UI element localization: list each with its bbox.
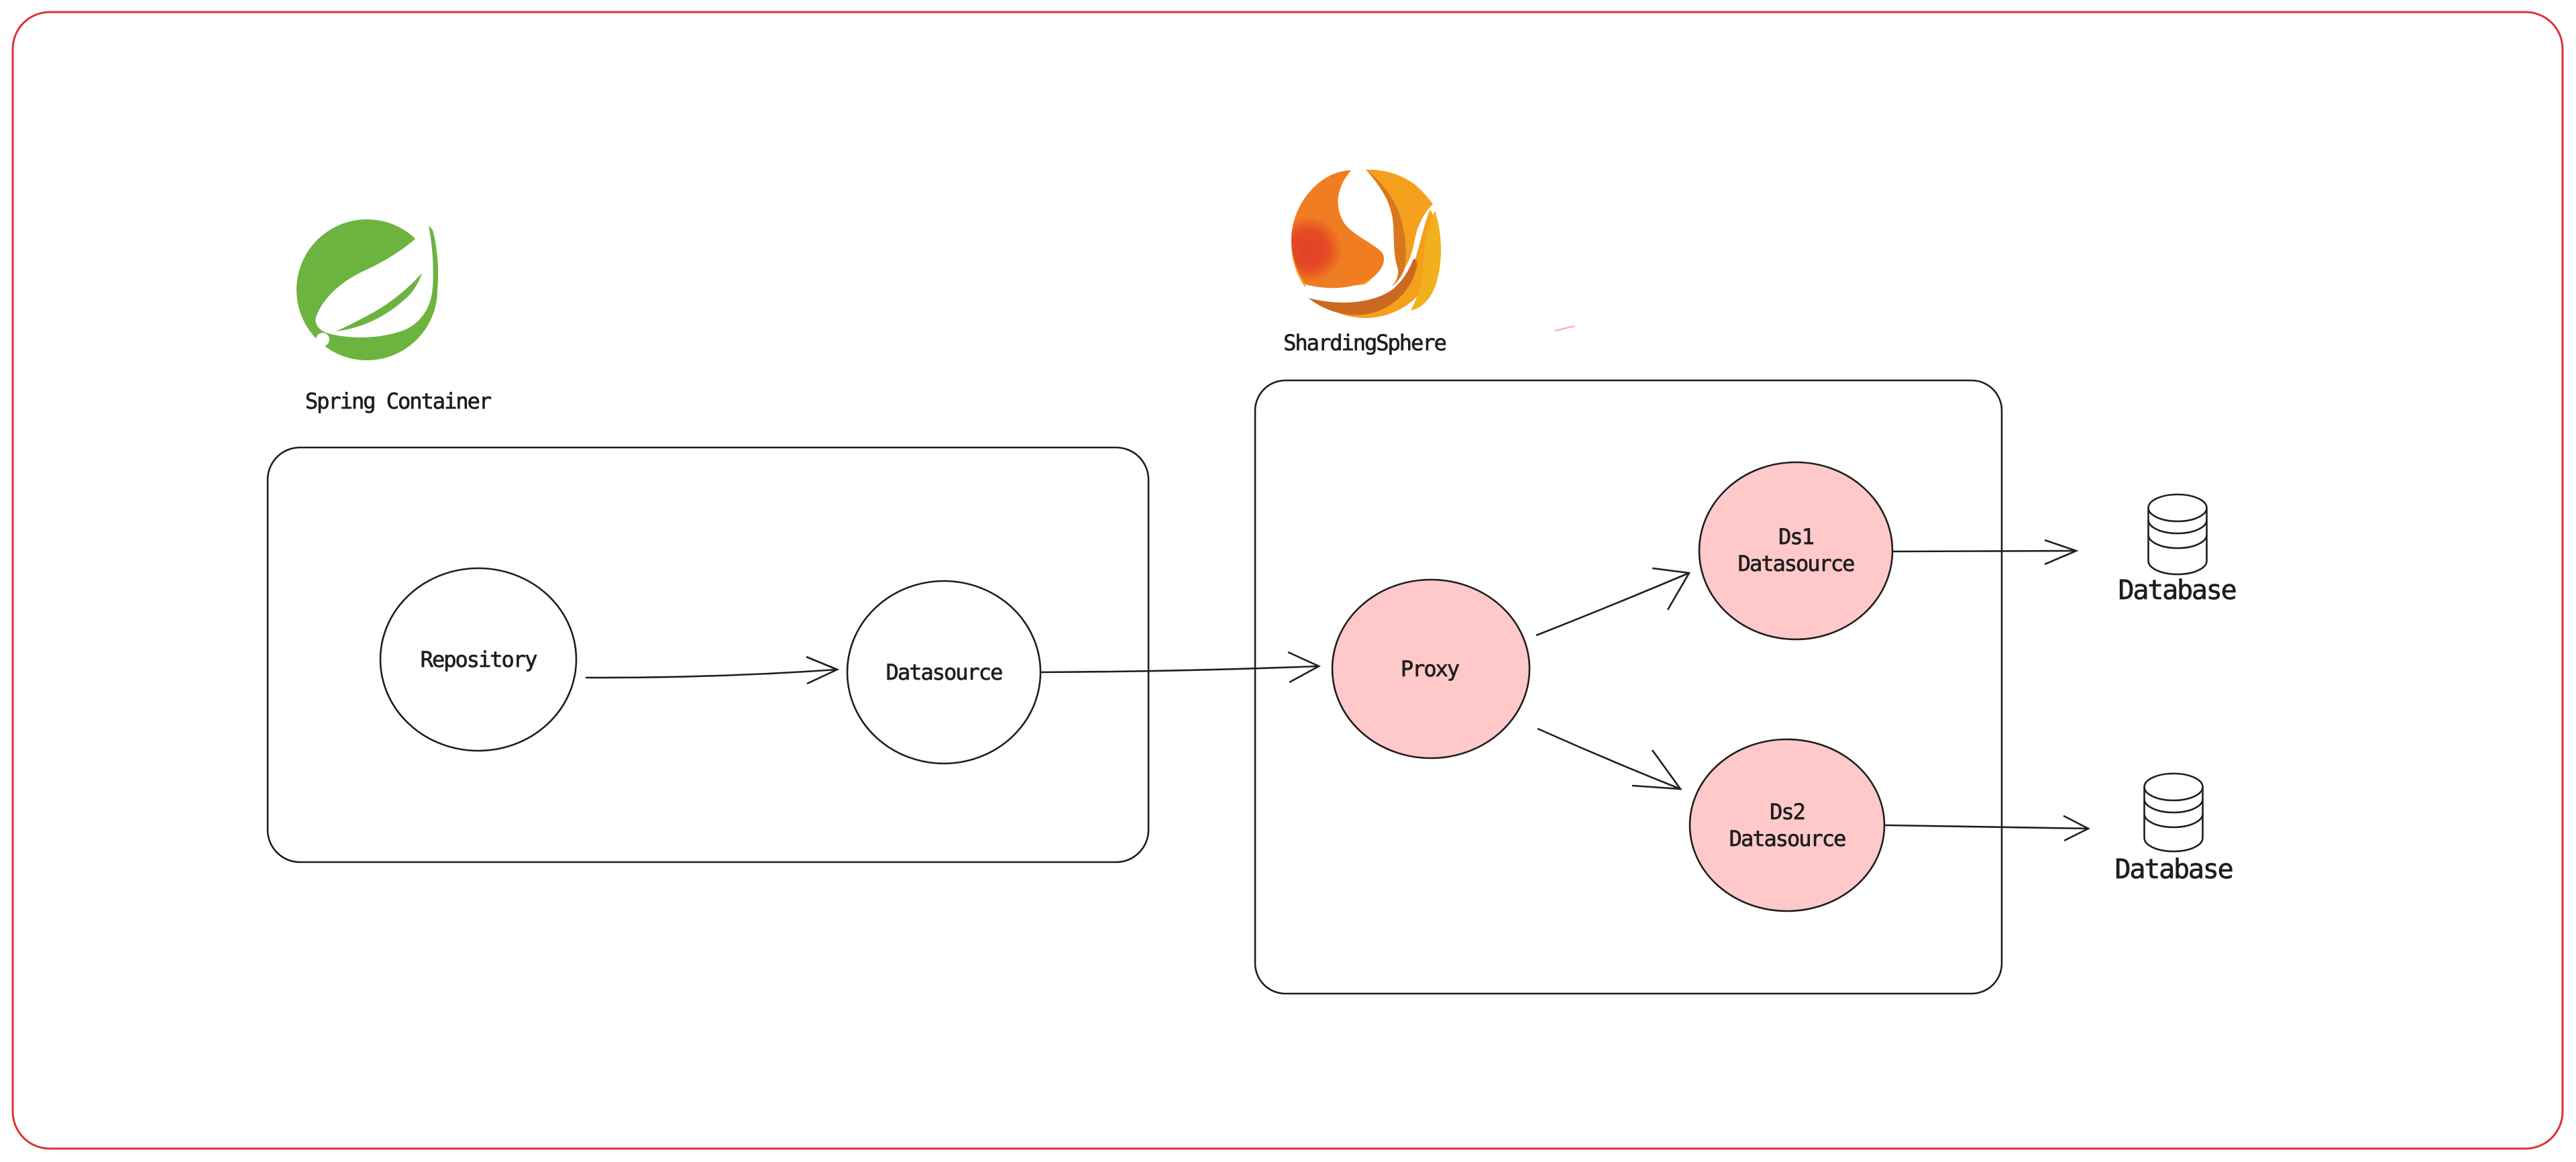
arrow-proxy-to-ds2 [1537, 727, 1682, 790]
database-top-icon [2147, 493, 2208, 576]
spring-logo-icon [297, 219, 439, 360]
page-border [11, 11, 2564, 1150]
arrow-repository-to-datasource [585, 655, 840, 685]
datasource-label: Datasource [886, 659, 1002, 685]
shardingsphere-label: ShardingSphere [1283, 330, 1446, 356]
node-repository [379, 567, 578, 752]
spring-leaf-tip [412, 225, 439, 331]
ss-lobe-shadow [1366, 170, 1406, 286]
proxy-label: Proxy [1401, 656, 1460, 682]
ds1-label-line2: Datasource [1738, 551, 1854, 576]
stray-pink-stroke [1554, 325, 1575, 332]
spring-container-label: Spring Container [305, 388, 492, 414]
arrow-proxy-to-ds1 [1536, 567, 1691, 637]
ss-right-crescent [1411, 211, 1442, 311]
ds2-label-line1: Ds2 [1770, 799, 1805, 825]
repository-label: Repository [421, 647, 537, 672]
arrow-ds1-to-database-top [1892, 539, 2079, 566]
shardingsphere-box [1254, 379, 2003, 995]
database-top-label: Database [2118, 575, 2235, 606]
spring-leaf-dot [316, 333, 329, 346]
database-bottom-icon [2143, 772, 2204, 853]
node-datasource [846, 580, 1042, 765]
shardingsphere-logo-icon [1291, 169, 1442, 318]
node-ds1-datasource [1698, 461, 1894, 641]
node-ds2-datasource [1688, 738, 1886, 912]
ss-red-blob [1291, 216, 1342, 283]
ds2-label-line2: Datasource [1729, 826, 1845, 851]
node-proxy [1331, 578, 1531, 759]
database-bottom-label: Database [2114, 854, 2232, 885]
spring-container-box [266, 446, 1150, 863]
arrow-ds2-to-database-bottom [1884, 814, 2090, 842]
spring-leaf [315, 225, 433, 337]
arrow-datasource-to-proxy [1040, 651, 1321, 684]
ds1-label-line1: Ds1 [1778, 524, 1814, 549]
ss-top-lobe [1366, 169, 1433, 268]
ss-bottom-crescent [1308, 258, 1417, 315]
